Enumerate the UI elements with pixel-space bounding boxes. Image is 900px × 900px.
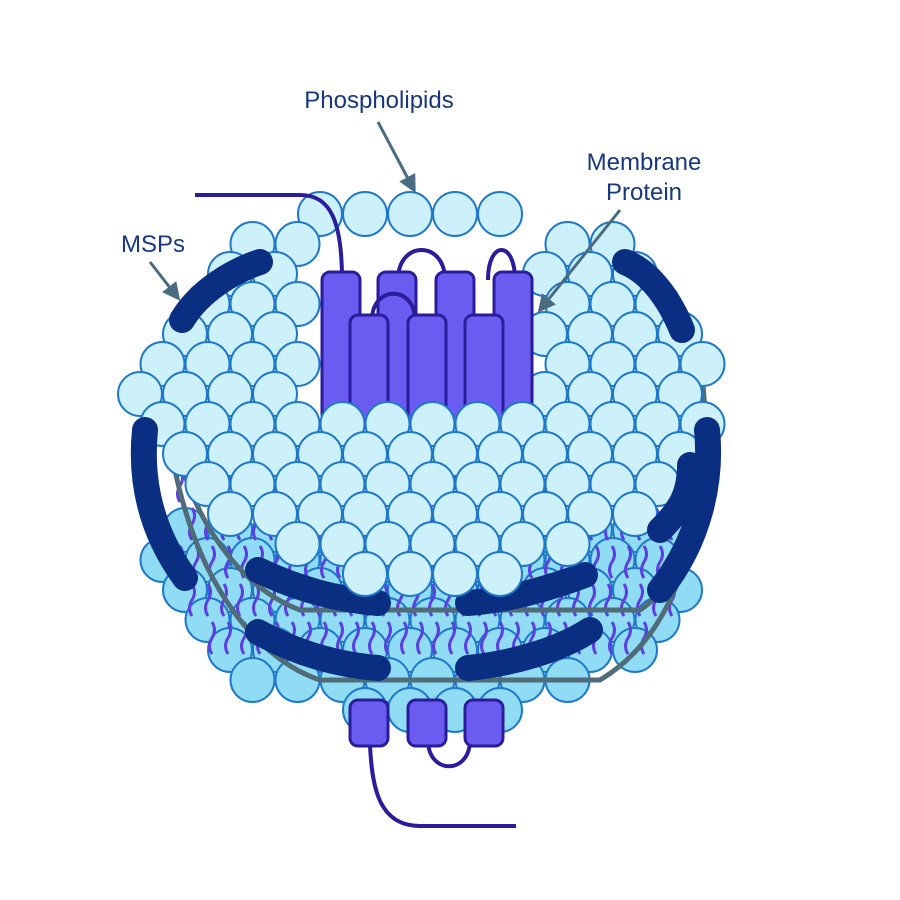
protein-bottom-tail bbox=[368, 744, 516, 828]
arrow-phospholipids bbox=[376, 121, 416, 194]
lipid-head bbox=[207, 491, 253, 537]
label-msps: MSPs bbox=[121, 231, 185, 258]
lipid-tail bbox=[204, 583, 212, 617]
msp-belts-lower bbox=[245, 557, 603, 681]
lipid-head bbox=[544, 521, 591, 567]
lipid-head bbox=[612, 491, 658, 537]
protein-top-tail bbox=[195, 193, 344, 281]
protein-loop-front bbox=[370, 291, 417, 321]
lipid-tail bbox=[640, 545, 648, 579]
membrane-protein-bottom bbox=[348, 698, 516, 828]
lipid-head bbox=[229, 657, 276, 703]
annotation-phospholipids: Phospholipids bbox=[304, 87, 454, 194]
label-membrane-protein-line2: Protein bbox=[606, 179, 682, 206]
lipid-tail bbox=[624, 621, 632, 655]
protein-loop bbox=[486, 248, 517, 281]
lipid-tail bbox=[384, 621, 392, 655]
helix-bottom-3 bbox=[463, 698, 505, 748]
msp-segment bbox=[169, 249, 273, 333]
arrow-membrane-protein bbox=[537, 209, 622, 313]
lipid-tail bbox=[368, 621, 376, 655]
lipid-tail bbox=[480, 621, 488, 655]
helix-bottom-2 bbox=[406, 698, 448, 748]
lipid-tail bbox=[464, 621, 472, 655]
arrow-msps bbox=[148, 261, 181, 301]
msp-segment bbox=[245, 557, 391, 616]
lipid-tail bbox=[400, 621, 408, 655]
lipid-tail bbox=[416, 621, 424, 655]
protein-bottom-loop bbox=[426, 739, 472, 769]
msp-belts-upper bbox=[130, 249, 722, 603]
lipid-tail bbox=[496, 621, 504, 655]
lipid-tail bbox=[448, 621, 456, 655]
annotation-membrane-protein: Membrane Protein bbox=[537, 149, 702, 313]
lipid-tail bbox=[432, 621, 440, 655]
lipid-head bbox=[477, 551, 523, 597]
msp-segment bbox=[245, 619, 391, 681]
msp-segment bbox=[647, 417, 722, 603]
lipid-head bbox=[342, 551, 388, 597]
front-lipid-heads bbox=[139, 401, 726, 597]
msp-segment bbox=[455, 617, 603, 681]
lipid-head bbox=[387, 551, 433, 597]
lipid-head bbox=[432, 551, 478, 597]
protein-loop bbox=[396, 248, 447, 281]
lipid-tail bbox=[224, 621, 232, 655]
msp-segment bbox=[130, 417, 198, 591]
lipid-head bbox=[274, 521, 321, 567]
lipid-tail bbox=[608, 545, 616, 579]
lipid-tail bbox=[624, 545, 632, 579]
helix-bottom-1 bbox=[348, 698, 390, 748]
lipid-head bbox=[387, 191, 433, 237]
lipid-tail bbox=[224, 545, 232, 579]
label-membrane-protein-line1: Membrane bbox=[587, 149, 702, 176]
lipid-head bbox=[477, 191, 523, 237]
msp-segment bbox=[455, 562, 598, 616]
lipid-tail bbox=[208, 621, 216, 655]
lipid-tail bbox=[352, 621, 360, 655]
label-phospholipids: Phospholipids bbox=[304, 87, 453, 114]
lipid-head bbox=[432, 191, 478, 237]
msp-segment bbox=[647, 452, 703, 543]
msp-segment bbox=[612, 249, 695, 343]
lipid-tail bbox=[608, 621, 616, 655]
lipid-head bbox=[342, 191, 388, 237]
lipid-tail bbox=[236, 583, 244, 617]
lipid-tail bbox=[188, 583, 196, 617]
annotation-msps: MSPs bbox=[121, 231, 185, 301]
